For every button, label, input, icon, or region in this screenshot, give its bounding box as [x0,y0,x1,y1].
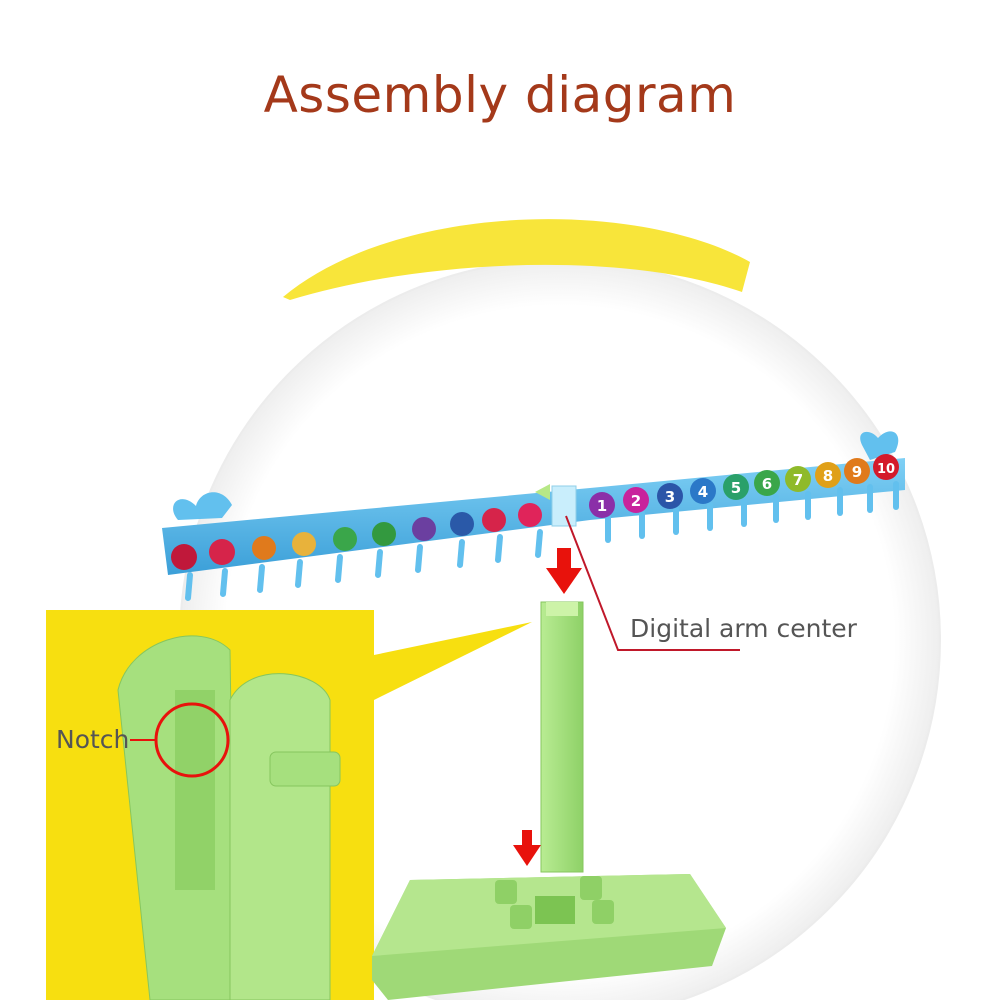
inset-post-detail [117,635,341,1000]
arm-number: 10 [877,462,895,477]
number-balance-arm: 1 2 3 4 5 6 7 8 9 10 [162,431,905,601]
arm-number: 7 [793,471,803,489]
arm-number: 6 [762,475,772,493]
arm-number: 5 [731,479,741,497]
arm-number: 8 [823,467,833,485]
page-title: Assembly diagram [263,66,737,124]
arm-number: 3 [665,488,675,506]
arm-center-block [551,485,577,527]
arm-center-label: Digital arm center [630,614,857,643]
down-arrow-icon [546,548,582,594]
down-arrow-icon [513,830,541,866]
arm-number: 9 [852,463,862,481]
inset-pointer [374,622,532,700]
arm-number: 4 [698,483,708,501]
arm-center-leader [565,515,740,651]
stand-post [540,601,584,873]
yellow-arc [283,219,750,300]
stand-base [372,874,726,1000]
number-circles [589,454,899,518]
notch-label: Notch [56,725,130,754]
arm-number: 2 [631,492,641,510]
arm-number: 1 [597,497,607,515]
